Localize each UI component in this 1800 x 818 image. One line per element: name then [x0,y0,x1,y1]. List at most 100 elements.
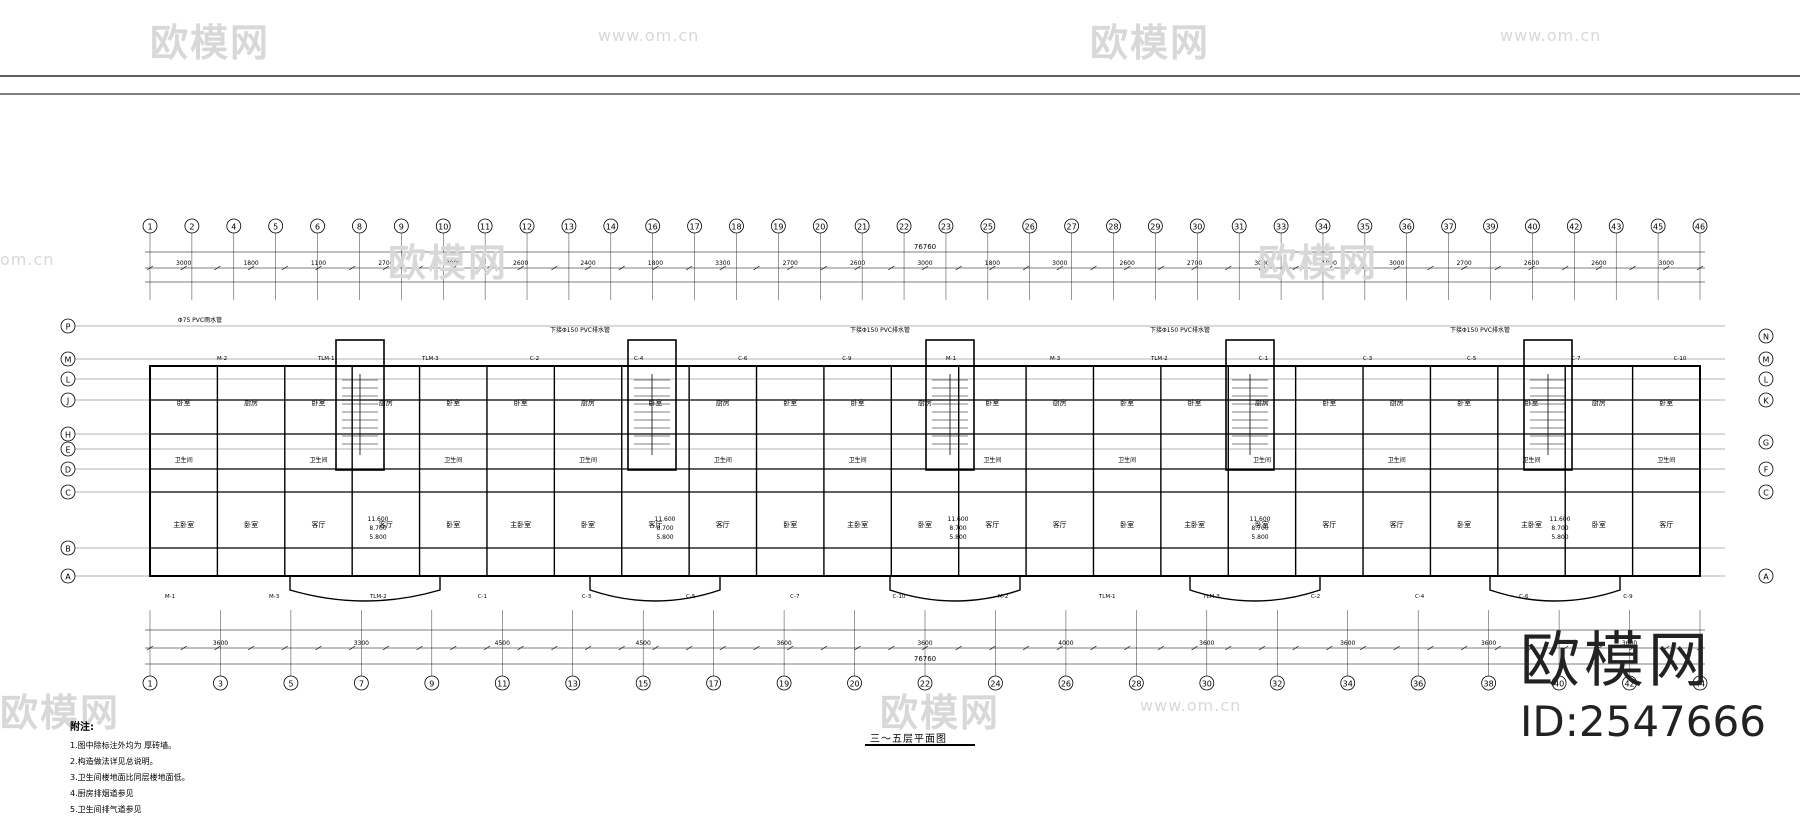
room-label: 厨房 [379,398,393,407]
dimension-text: 2600 [1524,260,1539,267]
element-tag: C-2 [1311,594,1320,600]
axis-label-top: 30 [1192,223,1202,232]
pipe-note: 下接Φ150 PVC排水管 [850,326,910,334]
dimension-tick [955,645,962,651]
dimension-tick [1124,645,1131,651]
room-label: 客厅 [1053,520,1067,529]
room-label: 客厅 [716,520,730,529]
axis-label-bottom: 17 [709,680,719,689]
room-label: 卧室 [1525,398,1539,407]
total-dimension: 76760 [914,655,936,663]
axis-label-top: 31 [1234,223,1244,232]
dimension-text: 2700 [783,260,798,267]
dimension-text: 3000 [446,260,461,267]
room-label: 主卧室 [173,520,194,529]
pipe-note: 下接Φ150 PVC排水管 [550,326,610,334]
dimension-tick [450,265,457,271]
element-tag: C-5 [1467,356,1477,362]
level-height: 5.800 [1251,534,1268,541]
axis-label-bottom: 3 [218,680,223,689]
dimension-tick [214,645,221,651]
dimension-tick [888,265,895,271]
dimension-tick [1225,645,1232,651]
axis-label-bottom: 19 [779,680,789,689]
room-label: 卧室 [1457,520,1471,529]
note-line: 1.图中除标注外均为 厚砖墙。 [70,741,177,750]
element-tag: TLM-1 [1098,594,1116,600]
dimension-tick [1326,645,1333,651]
dimension-text: 4500 [495,640,510,647]
watermark-logo: 欧模网 [0,691,121,735]
axis-label-top: 12 [522,223,532,232]
stair-core [335,339,385,471]
dimension-text: 3600 [917,640,932,647]
room-label: 卧室 [581,520,595,529]
axis-label-top: 40 [1527,223,1537,232]
outer-wall [149,365,1701,577]
element-tag: C-5 [686,594,696,600]
dimension-tick [247,645,255,651]
room-label: 卧室 [1255,520,1269,529]
dimension-text: 1800 [243,260,258,267]
dimension-text: 3000 [1254,260,1269,267]
axis-label-bottom: 26 [1061,680,1071,689]
room-label-toilet: 卫生间 [1253,456,1271,464]
dimension-tick [1393,265,1400,271]
level-height: 11.600 [368,516,389,523]
dimension-tick [1191,265,1198,271]
stair-core [1225,339,1275,471]
dimension-text: 2600 [1120,260,1135,267]
dimension-tick [416,645,423,651]
axis-label-left: L [66,376,71,385]
dimension-tick [1562,265,1569,271]
dimension-tick [483,265,491,271]
axis-label-top: 14 [606,223,616,232]
axis-label-bottom: 44 [1695,680,1705,689]
dimension-tick [180,645,187,651]
axis-label-top: 46 [1695,223,1705,232]
watermark-logo: 欧模网 [150,21,271,65]
room-label: 厨房 [1592,398,1606,407]
level-height: 11.600 [1250,516,1271,523]
dimension-tick [854,645,861,651]
element-tag: M-2 [998,594,1008,600]
element-tag: TLM-1 [317,356,335,362]
room-label: 卧室 [1659,398,1673,407]
level-height: 11.600 [948,516,969,523]
room-label: 卧室 [918,520,932,529]
axis-bubble [1758,351,1774,367]
room-label: 厨房 [581,398,595,407]
axis-bubble [1758,392,1774,408]
dimension-tick [281,265,288,271]
axis-label-right: K [1763,397,1769,406]
dimension-tick [921,645,929,651]
room-label-toilet: 卫生间 [1388,456,1406,464]
room-label: 卧室 [177,398,191,407]
axis-label-top: 21 [857,223,867,232]
element-tag: C-4 [1415,594,1425,600]
element-tag: TLM-2 [369,594,387,600]
axis-label-top: 26 [1025,223,1035,232]
room-label: 主卧室 [1521,520,1542,529]
axis-label-bottom: 15 [638,680,648,689]
dimension-tick [1191,645,1198,651]
dimension-tick [281,645,288,651]
dimension-text: 3600 [1622,640,1637,647]
dimension-text: 3300 [354,640,369,647]
room-label: 厨房 [1053,398,1067,407]
room-label-toilet: 卫生间 [1657,456,1675,464]
dimension-tick [551,265,558,271]
room-label: 卧室 [648,398,662,407]
balcony-outline [889,576,1021,602]
stair-core [1523,339,1573,471]
level-height: 8.700 [656,525,673,532]
dimension-text: 1800 [648,260,663,267]
level-height: 8.700 [949,525,966,532]
room-label: 卧室 [1120,520,1134,529]
room-label: 客厅 [1390,520,1404,529]
stair-core [925,339,975,471]
room-label-toilet: 卫生间 [309,456,327,464]
dimension-text: 3600 [1481,640,1496,647]
dimension-text: 4500 [636,640,651,647]
